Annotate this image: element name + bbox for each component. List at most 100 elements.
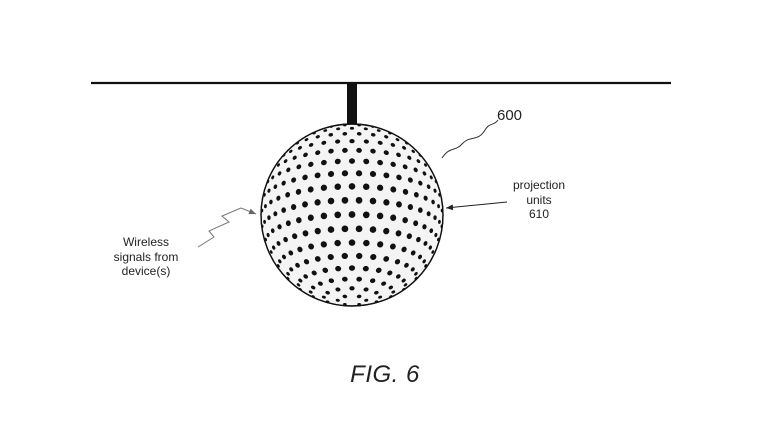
projection-unit-dot xyxy=(321,295,326,299)
projection-unit-dot xyxy=(341,170,349,177)
wireless-signals-label-line: device(s) xyxy=(121,264,171,279)
projection-unit-dot xyxy=(390,186,397,193)
projection-unit-dot xyxy=(281,207,286,213)
projection-unit-dot xyxy=(281,254,287,260)
projection-unit-dot xyxy=(413,167,418,173)
projection-unit-dot xyxy=(433,215,437,220)
projection-unit-dot xyxy=(327,253,334,260)
wireless-signals-label-line: Wireless xyxy=(122,235,169,249)
wireless-signals-label-line: signals from xyxy=(113,249,179,264)
projection-units-label-line: units xyxy=(526,192,552,207)
projection-units-arrow xyxy=(445,201,508,211)
projection-unit-dot xyxy=(422,259,426,264)
projection-unit-dot xyxy=(315,135,320,139)
projection-units-label-line: projection xyxy=(512,178,566,192)
projection-unit-dot xyxy=(396,152,401,158)
projection-unit-dot xyxy=(291,177,297,183)
projection-unit-dot xyxy=(327,197,335,205)
projection-unit-dot xyxy=(383,199,390,206)
projection-unit-dot xyxy=(417,254,423,260)
projection-unit-dot xyxy=(297,246,303,253)
projection-unit-dot xyxy=(314,199,321,206)
projection-unit-dot xyxy=(438,219,441,224)
hanging-rod xyxy=(347,83,357,127)
projection-unit-dot xyxy=(363,287,369,292)
figure-caption: FIG. 6 xyxy=(350,361,420,388)
projection-unit-dot xyxy=(335,139,341,144)
projection-unit-dot xyxy=(342,294,348,299)
projection-unit-dot xyxy=(402,164,408,170)
projection-unit-dot xyxy=(348,239,356,246)
projection-unit-dot xyxy=(288,250,294,256)
projection-unit-dot xyxy=(303,274,309,279)
projection-unit-dot xyxy=(277,171,282,176)
projection-unit-dot xyxy=(315,150,321,156)
projection-unit-dot xyxy=(263,219,266,224)
projection-unit-dot xyxy=(418,180,423,186)
projection-unit-dot xyxy=(355,225,363,233)
projection-unit-dot xyxy=(292,233,298,240)
projection-unit-dot xyxy=(395,274,401,279)
sphere-outline xyxy=(260,123,444,307)
projection-unit-dot xyxy=(422,224,427,230)
projection-unit-dot xyxy=(378,295,383,299)
projection-unit-dot xyxy=(383,172,390,179)
projection-unit-dot xyxy=(302,230,309,237)
projection-unit-dot xyxy=(402,188,409,195)
projection-unit-dot xyxy=(308,290,313,294)
projection-unit-dot xyxy=(431,250,435,254)
projection-unit-dot xyxy=(302,201,308,208)
projection-unit-dot xyxy=(437,204,440,209)
projection-unit-dot xyxy=(273,184,278,189)
projection-unit-dot xyxy=(428,245,432,250)
projection-unit-dot xyxy=(348,211,356,218)
projection-unit-dot xyxy=(396,201,402,208)
projection-units-dots xyxy=(261,124,443,306)
reference-numeral-600: 600 xyxy=(497,107,523,124)
projection-unit-dot xyxy=(334,183,342,190)
projection-unit-dot xyxy=(311,270,317,276)
projection-unit-dot xyxy=(356,132,362,136)
projection-unit-dot xyxy=(426,211,431,217)
projection-unit-dot xyxy=(281,180,286,186)
projection-unit-dot xyxy=(376,129,381,132)
wireless-signal-icon xyxy=(197,207,242,248)
projection-unit-dot xyxy=(357,303,361,306)
projection-unit-dot xyxy=(356,147,362,153)
projection-unit-dot xyxy=(349,138,355,144)
projection-unit-dot xyxy=(342,132,348,136)
projection-unit-dot xyxy=(334,211,342,219)
projection-unit-dot xyxy=(390,214,397,221)
projection-unit-dot xyxy=(413,192,419,198)
projection-unit-dot xyxy=(341,252,348,260)
projection-unit-dot xyxy=(310,285,316,290)
projection-unit-dot xyxy=(269,250,273,254)
projection-unit-dot xyxy=(394,259,401,265)
projection-unit-dot xyxy=(303,259,310,265)
projection-unit-dot xyxy=(374,290,379,295)
projection-unit-dot xyxy=(343,303,347,306)
projection-unit-dot xyxy=(426,184,431,189)
projection-unit-dot xyxy=(413,220,419,227)
projection-unit-dot xyxy=(389,243,396,250)
projection-unit-dot xyxy=(406,233,412,240)
projection-unit-dot xyxy=(377,140,383,145)
projection-unit-dot xyxy=(348,265,356,271)
projection-unit-dot xyxy=(429,175,433,180)
projection-unit-dot xyxy=(271,175,275,180)
projection-unit-dot xyxy=(334,239,341,247)
projection-unit-dot xyxy=(369,278,376,284)
projection-unit-dot xyxy=(295,262,300,268)
projection-unit-dot xyxy=(395,138,400,142)
projection-unit-dot xyxy=(402,146,407,150)
projection-unit-dot xyxy=(314,256,321,262)
projection-unit-dot xyxy=(370,133,376,137)
projection-unit-dot xyxy=(308,143,314,147)
projection-unit-dot xyxy=(320,212,328,220)
projection-unit-dot xyxy=(383,150,389,156)
projection-unit-dot xyxy=(290,204,297,210)
projection-unit-dot xyxy=(423,195,428,201)
projection-unit-dot xyxy=(348,183,356,190)
projection-unit-dot xyxy=(396,174,402,181)
